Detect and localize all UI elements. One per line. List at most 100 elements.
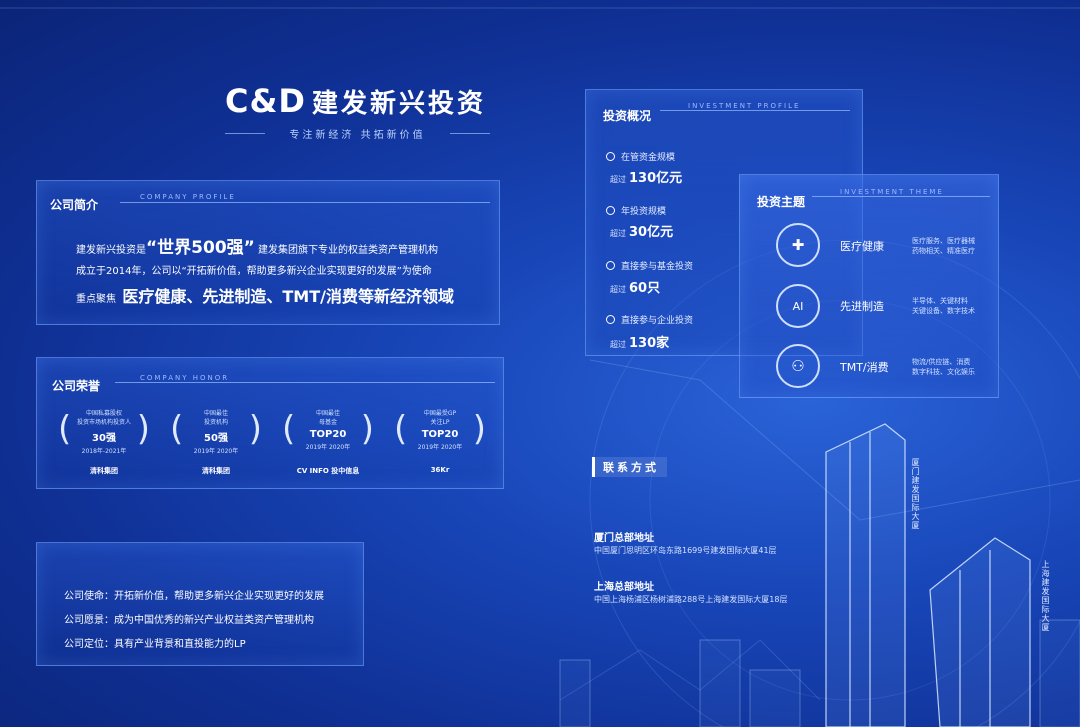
profile-line3-highlight: 医疗健康、先进制造、TMT/消费等新经济领域 bbox=[122, 287, 454, 306]
laurel-left-icon: ( bbox=[282, 409, 296, 449]
slogan-divider-right bbox=[450, 133, 490, 134]
logo-slogan: 专注新经济 共拓新价值 bbox=[289, 130, 426, 141]
honor-years: 2019年 2020年 bbox=[417, 444, 463, 451]
honor-years: 2019年 2020年 bbox=[193, 448, 239, 455]
honor-line1: 中国私募股权 bbox=[85, 410, 122, 417]
theme-desc-line1: 半导体、关键材料 bbox=[912, 297, 968, 305]
honor-rank: TOP20 bbox=[421, 429, 459, 440]
investment-value: 130家 bbox=[629, 336, 670, 351]
logo-mark: C&D bbox=[225, 82, 306, 120]
theme-desc-line1: 医疗服务、医疗器械 bbox=[912, 237, 975, 245]
company-profile-panel bbox=[36, 180, 500, 325]
investment-prefix: 超过 bbox=[610, 285, 626, 294]
xiamen-tower-illustration bbox=[825, 423, 906, 727]
profile-line1-pre: 建发新兴投资是 bbox=[76, 245, 146, 256]
honor-brand: 清科集团 bbox=[90, 467, 118, 475]
shanghai-tower-label: 上海建发国际大厦 bbox=[1041, 560, 1050, 632]
mission-panel bbox=[36, 542, 364, 666]
investment-subtitle: INVESTMENT PROFILE bbox=[688, 102, 801, 110]
honor-rank: 30强 bbox=[92, 433, 116, 444]
investment-item-label: 直接参与企业投资 bbox=[606, 313, 693, 326]
honor-rank: 50强 bbox=[204, 433, 228, 444]
laurel-left-icon: ( bbox=[58, 409, 72, 449]
profile-title: 公司简介 bbox=[50, 198, 99, 212]
theme-desc-line2: 关键设备、数字技术 bbox=[912, 307, 975, 315]
honor-item: 中国最佳 投资机构 50强 2019年 2020年 ( ) bbox=[170, 408, 262, 455]
theme-desc-line2: 数字科技、文化娱乐 bbox=[912, 368, 975, 376]
honor-brand: 36Kr bbox=[430, 466, 450, 474]
positioning-item: 公司定位：具有产业背景和直投能力的LP bbox=[64, 639, 246, 650]
honor-line2: 母基金 bbox=[318, 419, 337, 426]
honor-item: 中国最佳 母基金 TOP20 2019年 2020年 ( ) bbox=[282, 408, 374, 451]
investment-label-text: 年投资规模 bbox=[621, 207, 667, 217]
theme-name: 医疗健康 bbox=[840, 240, 884, 253]
bullet-icon bbox=[606, 206, 615, 215]
theme-title: 投资主题 bbox=[757, 195, 806, 209]
investment-title: 投资概况 bbox=[603, 109, 652, 123]
investment-label-text: 直接参与企业投资 bbox=[621, 316, 694, 326]
laurel-right-icon: ) bbox=[136, 409, 150, 449]
investment-prefix: 超过 bbox=[610, 340, 626, 349]
logo-name: 建发新兴投资 bbox=[311, 89, 486, 119]
laurel-right-icon: ) bbox=[360, 409, 374, 449]
vision-item: 公司愿景：成为中国优秀的新兴产业权益类资产管理机构 bbox=[64, 615, 314, 626]
theme-subtitle: INVESTMENT THEME bbox=[840, 188, 944, 196]
ai-chip-icon: AI bbox=[776, 284, 820, 328]
investment-item-label: 直接参与基金投资 bbox=[606, 259, 693, 272]
profile-line1-highlight: “世界500强” bbox=[146, 238, 255, 258]
investment-label-text: 直接参与基金投资 bbox=[621, 262, 694, 272]
honor-line2: 投资市场机构投资人 bbox=[76, 419, 131, 426]
laurel-right-icon: ) bbox=[472, 409, 486, 449]
company-honor-panel bbox=[36, 357, 504, 489]
investment-item-label: 在管资金规模 bbox=[606, 150, 675, 163]
honor-line2: 关注LP bbox=[430, 419, 450, 426]
honor-line2: 投资机构 bbox=[203, 419, 228, 426]
laurel-left-icon: ( bbox=[170, 409, 184, 449]
honor-brand: 清科集团 bbox=[202, 467, 230, 475]
investment-value: 130亿元 bbox=[629, 171, 683, 186]
profile-line3-label: 重点聚焦 bbox=[76, 294, 116, 305]
honor-item: 中国最受GP 关注LP TOP20 2019年 2020年 ( ) bbox=[394, 408, 486, 451]
honor-item: 中国私募股权 投资市场机构投资人 30强 2018年-2021年 ( ) bbox=[58, 408, 150, 455]
shanghai-tower-illustration bbox=[929, 537, 1031, 727]
slogan-divider-left bbox=[225, 133, 265, 134]
honor-years: 2019年 2020年 bbox=[305, 444, 351, 451]
laurel-left-icon: ( bbox=[394, 409, 408, 449]
theme-desc: 半导体、关键材料关键设备、数字技术 bbox=[912, 296, 992, 316]
theme-name: 先进制造 bbox=[840, 300, 884, 313]
profile-line-2: 成立于2014年，公司以“开拓新价值，帮助更多新兴企业实现更好的发展”为使命 bbox=[76, 266, 432, 277]
investment-divider bbox=[660, 110, 850, 111]
theme-desc: 医疗服务、医疗器械药物相关、精准医疗 bbox=[912, 236, 992, 256]
investment-prefix: 超过 bbox=[610, 175, 626, 184]
honor-divider bbox=[115, 382, 495, 383]
profile-line-1: 建发新兴投资是“世界500强” 建发集团旗下专业的权益类资产管理机构 bbox=[76, 233, 438, 258]
honor-title: 公司荣誉 bbox=[52, 379, 101, 393]
honor-rank: TOP20 bbox=[309, 429, 347, 440]
xiamen-tower-label: 厦门建发国际大厦 bbox=[911, 458, 920, 530]
theme-desc: 物流/供应链、消费数字科技、文化娱乐 bbox=[912, 357, 992, 377]
profile-line1-post: 建发集团旗下专业的权益类资产管理机构 bbox=[258, 245, 439, 256]
bullet-icon bbox=[606, 261, 615, 270]
investment-value: 30亿元 bbox=[629, 225, 674, 240]
bullet-icon bbox=[606, 315, 615, 324]
honor-brand: CV INFO 投中信息 bbox=[296, 467, 360, 475]
shanghai-address-title: 上海总部地址 bbox=[594, 582, 654, 593]
investment-item-label: 年投资规模 bbox=[606, 204, 666, 217]
theme-desc-line1: 物流/供应链、消费 bbox=[912, 358, 971, 366]
laurel-right-icon: ) bbox=[248, 409, 262, 449]
xiamen-address: 中国厦门思明区环岛东路1699号建发国际大厦41层 bbox=[594, 546, 777, 555]
network-nodes-icon: ⚇ bbox=[776, 344, 820, 388]
honor-subtitle: COMPANY HONOR bbox=[140, 374, 230, 382]
honor-line1: 中国最佳 bbox=[315, 410, 340, 417]
theme-divider bbox=[812, 196, 990, 197]
contact-title: 联系方式 bbox=[592, 457, 667, 477]
investment-label-text: 在管资金规模 bbox=[621, 153, 676, 163]
honor-line1: 中国最受GP bbox=[423, 410, 457, 417]
bullet-icon bbox=[606, 152, 615, 161]
investment-prefix: 超过 bbox=[610, 229, 626, 238]
